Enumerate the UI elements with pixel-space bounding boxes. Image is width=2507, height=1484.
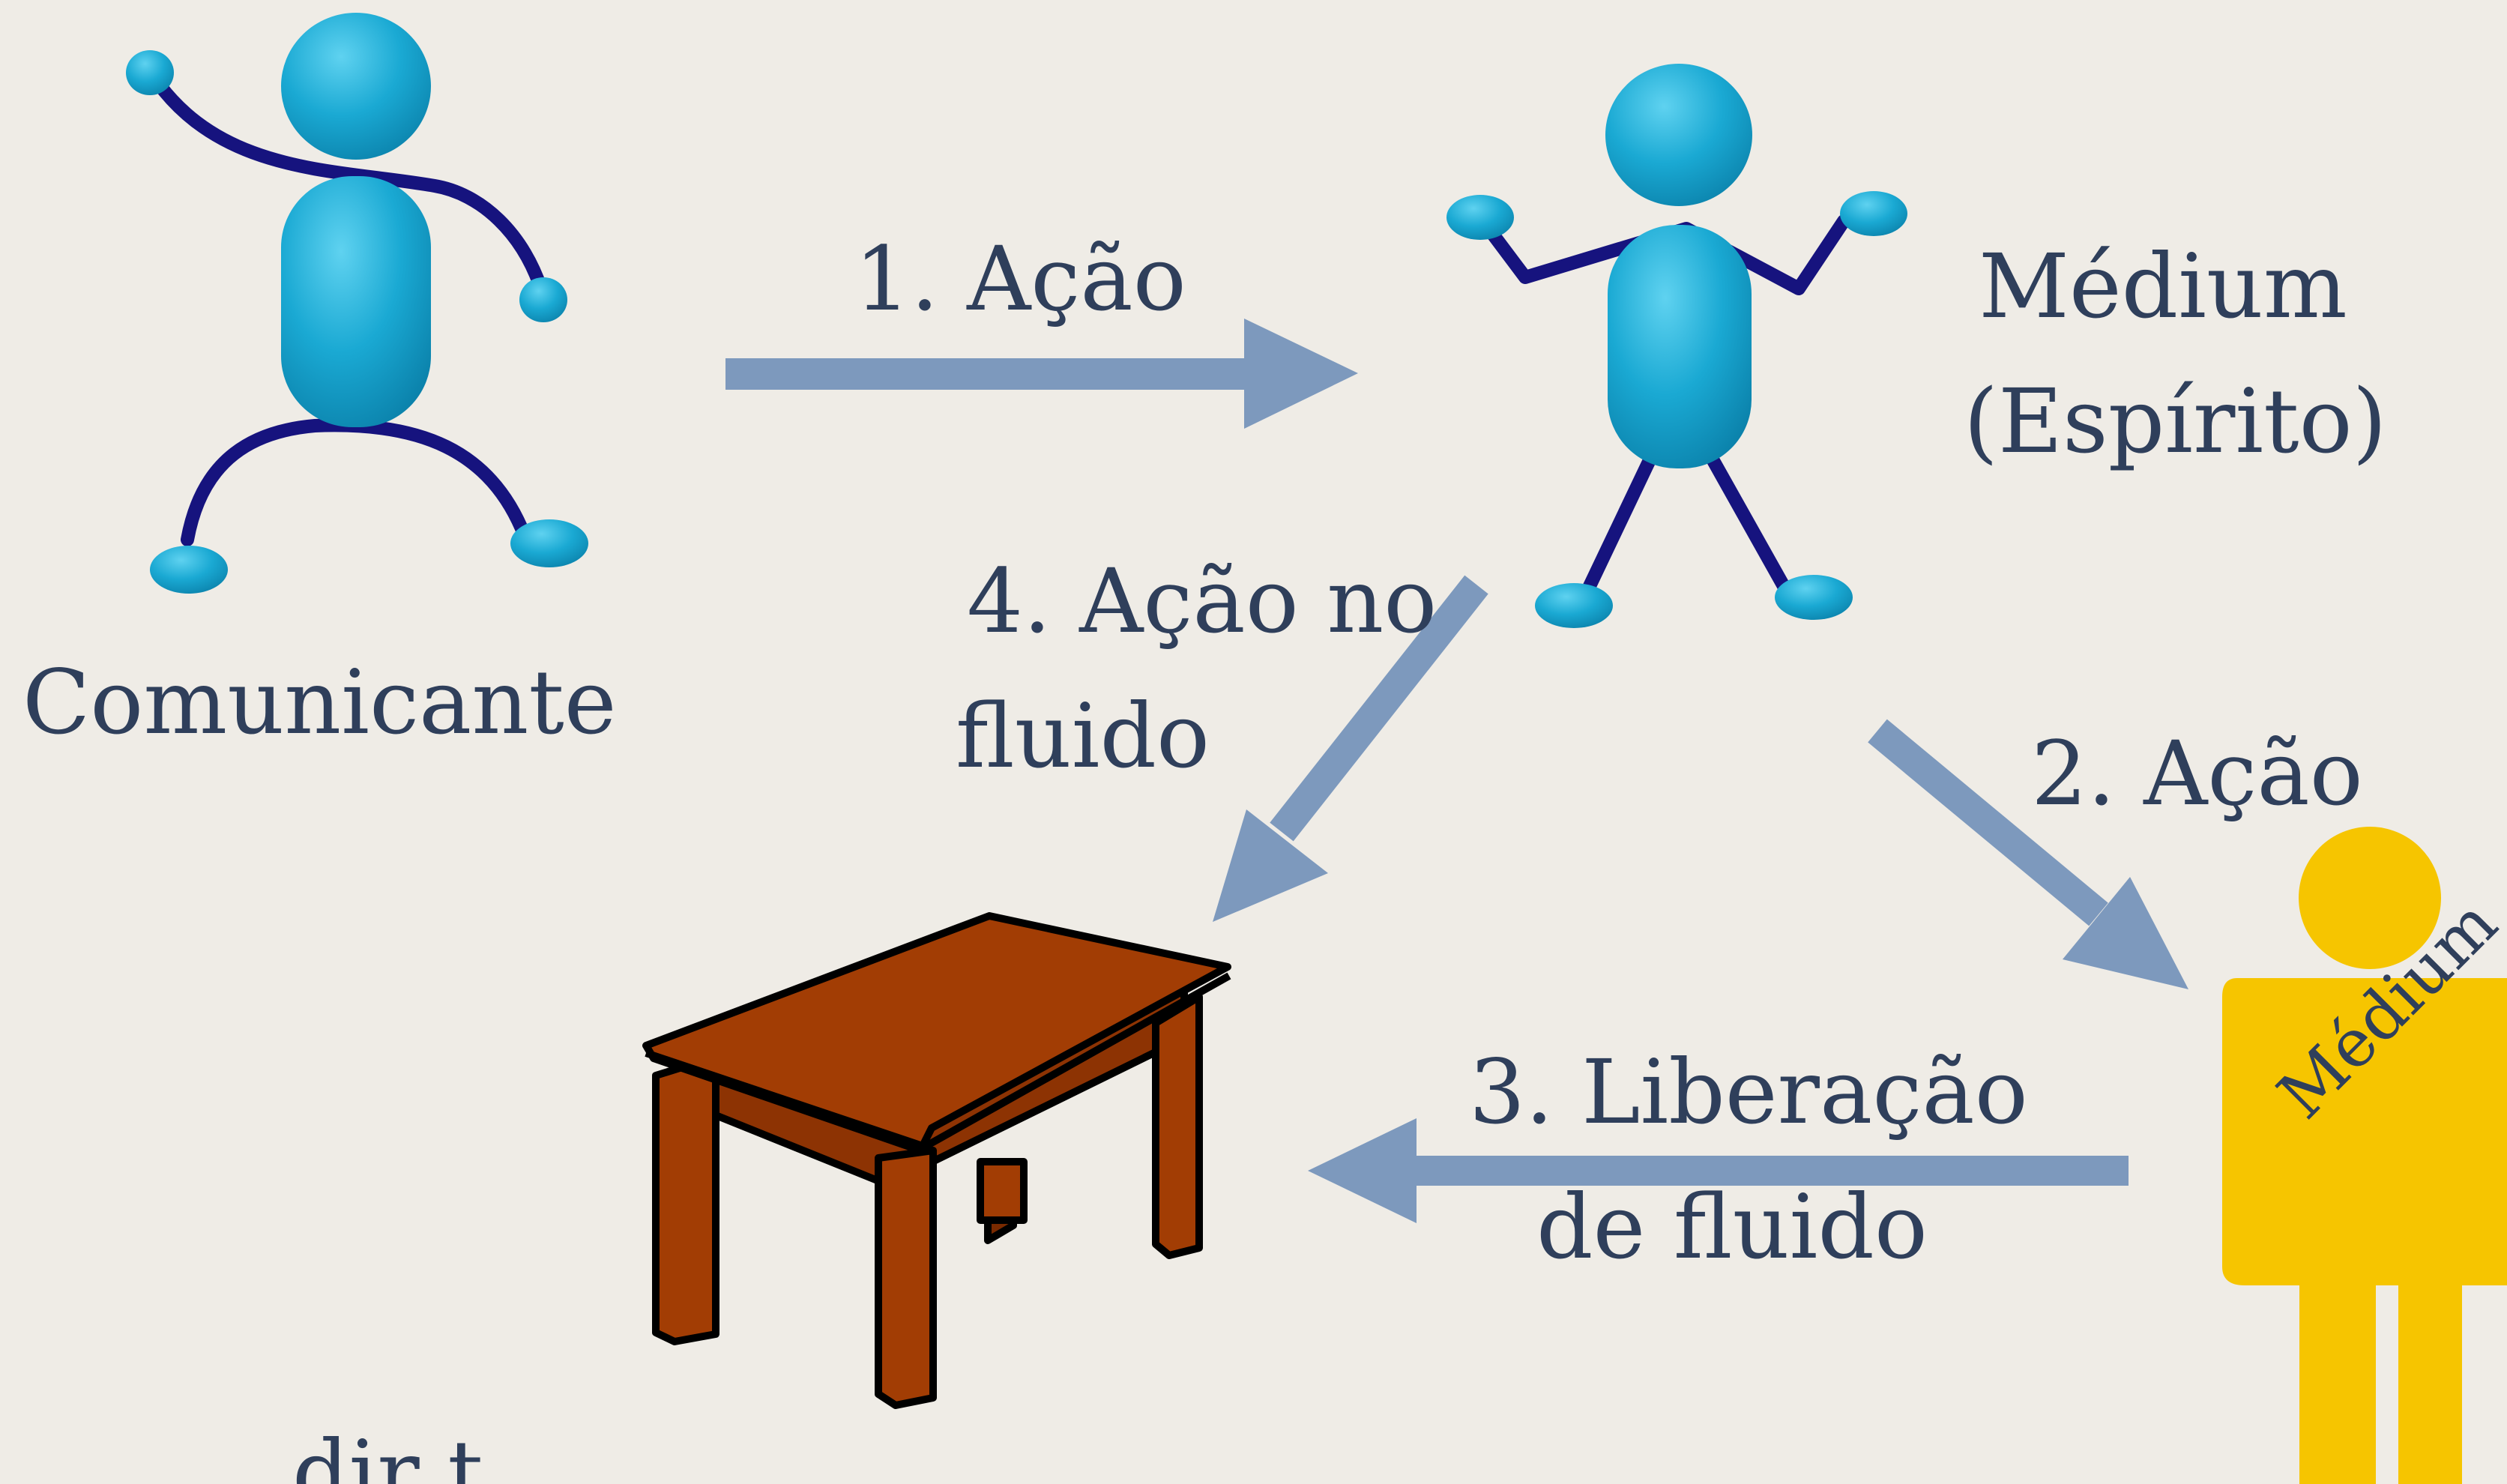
spirit-figure-icon [1446,64,1907,628]
step3-label-line2: de fluido [1536,1175,1928,1279]
step4-label-line1: 4. Ação no [967,549,1437,653]
table-icon [642,912,1231,1409]
arrow-step4 [1213,575,1488,922]
arrow-step1 [725,319,1358,429]
bottom-fragment-text: dir t [292,1421,483,1484]
medium-espirito-label-line1: Médium [1979,235,2347,338]
step2-label: 2. Ação [2031,722,2363,825]
comunicante-figure-icon [126,13,588,594]
step3-label-line1: 3. Liberação [1469,1040,2028,1144]
step4-label-line2: fluido [956,684,1210,788]
arrow-step3 [1308,1118,2129,1223]
step1-label: 1. Ação [854,227,1186,331]
medium-espirito-label-line2: (Espírito) [1964,370,2387,473]
comunicante-label: Comunicante [22,651,617,754]
arrow-step2 [1868,719,2188,989]
medium-figure-icon [2222,827,2507,1484]
